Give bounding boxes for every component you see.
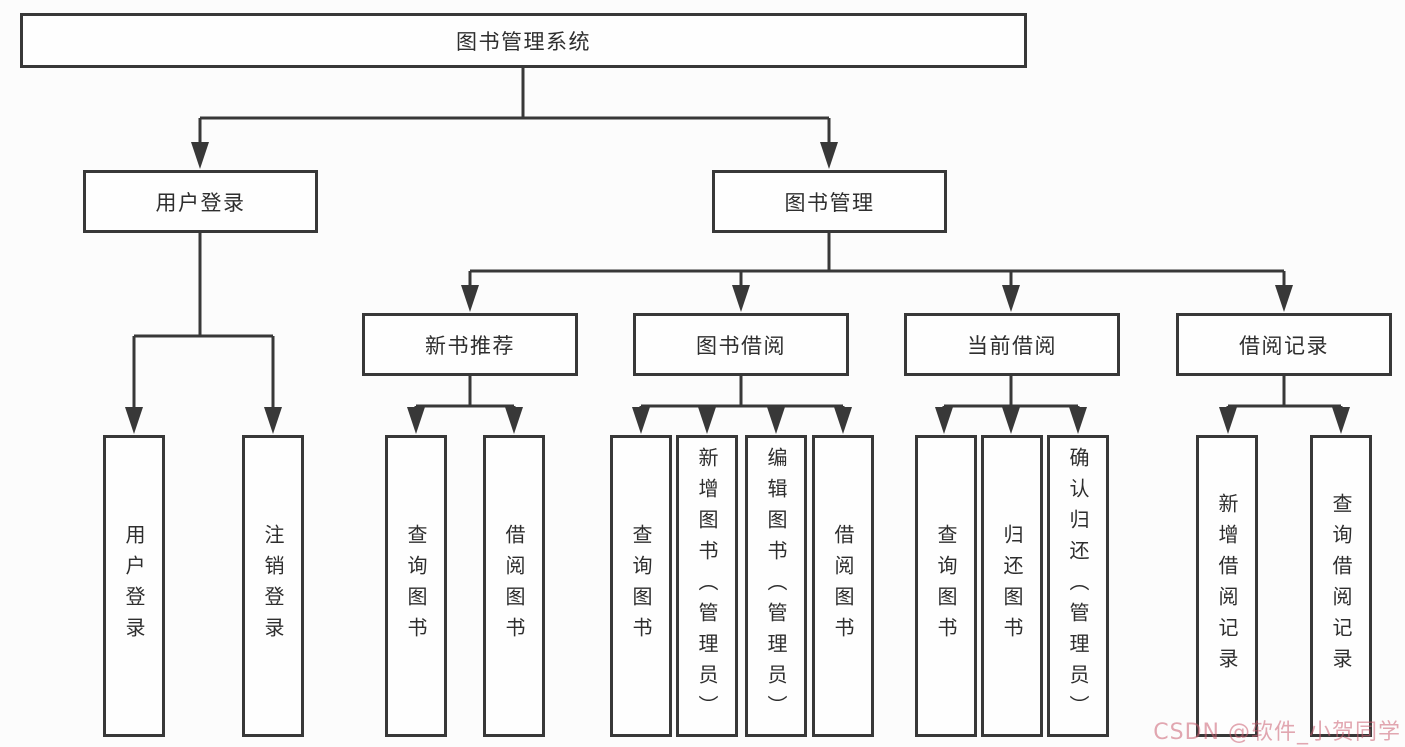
node-current-borrow-label: 当前借阅 (967, 333, 1057, 358)
leaf-add-book-admin: 新增图书（管理员） (676, 435, 738, 737)
leaf-borrow-books-2-label: 借阅图书 (831, 524, 855, 648)
node-current-borrow: 当前借阅 (904, 313, 1120, 376)
leaf-query-books-1-label: 查询图书 (404, 524, 428, 648)
leaf-add-borrow-record-label: 新增借阅记录 (1215, 493, 1239, 679)
node-book-borrow-label: 图书借阅 (696, 333, 786, 358)
leaf-add-book-admin-label: 新增图书（管理员） (695, 446, 719, 726)
leaf-user-login: 用户登录 (103, 435, 165, 737)
leaf-query-borrow-record: 查询借阅记录 (1310, 435, 1372, 737)
leaf-borrow-books-1-label: 借阅图书 (502, 524, 526, 648)
leaf-return-books-label: 归还图书 (1000, 524, 1024, 648)
leaf-logout: 注销登录 (242, 435, 304, 737)
node-new-book-recommend-label: 新书推荐 (425, 333, 515, 358)
leaf-query-books-3-label: 查询图书 (934, 524, 958, 648)
node-book-borrow: 图书借阅 (633, 313, 849, 376)
leaf-borrow-books-1: 借阅图书 (483, 435, 545, 737)
leaf-query-books-2-label: 查询图书 (629, 524, 653, 648)
node-new-book-recommend: 新书推荐 (362, 313, 578, 376)
leaf-query-books-2: 查询图书 (610, 435, 672, 737)
leaf-edit-book-admin-label: 编辑图书（管理员） (764, 446, 788, 726)
leaf-return-books: 归还图书 (981, 435, 1043, 737)
node-root: 图书管理系统 (20, 13, 1027, 68)
leaf-query-borrow-record-label: 查询借阅记录 (1329, 493, 1353, 679)
leaf-user-login-label: 用户登录 (122, 524, 146, 648)
node-user-login: 用户登录 (83, 170, 318, 233)
leaf-confirm-return-admin: 确认归还（管理员） (1047, 435, 1109, 737)
leaf-add-borrow-record: 新增借阅记录 (1196, 435, 1258, 737)
leaf-borrow-books-2: 借阅图书 (812, 435, 874, 737)
node-book-management: 图书管理 (712, 170, 947, 233)
leaf-query-books-1: 查询图书 (385, 435, 447, 737)
node-root-label: 图书管理系统 (456, 29, 591, 54)
leaf-confirm-return-admin-label: 确认归还（管理员） (1066, 446, 1090, 726)
leaf-query-books-3: 查询图书 (915, 435, 977, 737)
node-borrow-records: 借阅记录 (1176, 313, 1392, 376)
leaf-logout-label: 注销登录 (261, 524, 285, 648)
node-book-management-label: 图书管理 (784, 190, 875, 215)
leaf-edit-book-admin: 编辑图书（管理员） (745, 435, 807, 737)
node-user-login-label: 用户登录 (155, 190, 246, 215)
watermark: CSDN @软件_小贺同学 (1153, 720, 1401, 745)
node-borrow-records-label: 借阅记录 (1239, 333, 1329, 358)
